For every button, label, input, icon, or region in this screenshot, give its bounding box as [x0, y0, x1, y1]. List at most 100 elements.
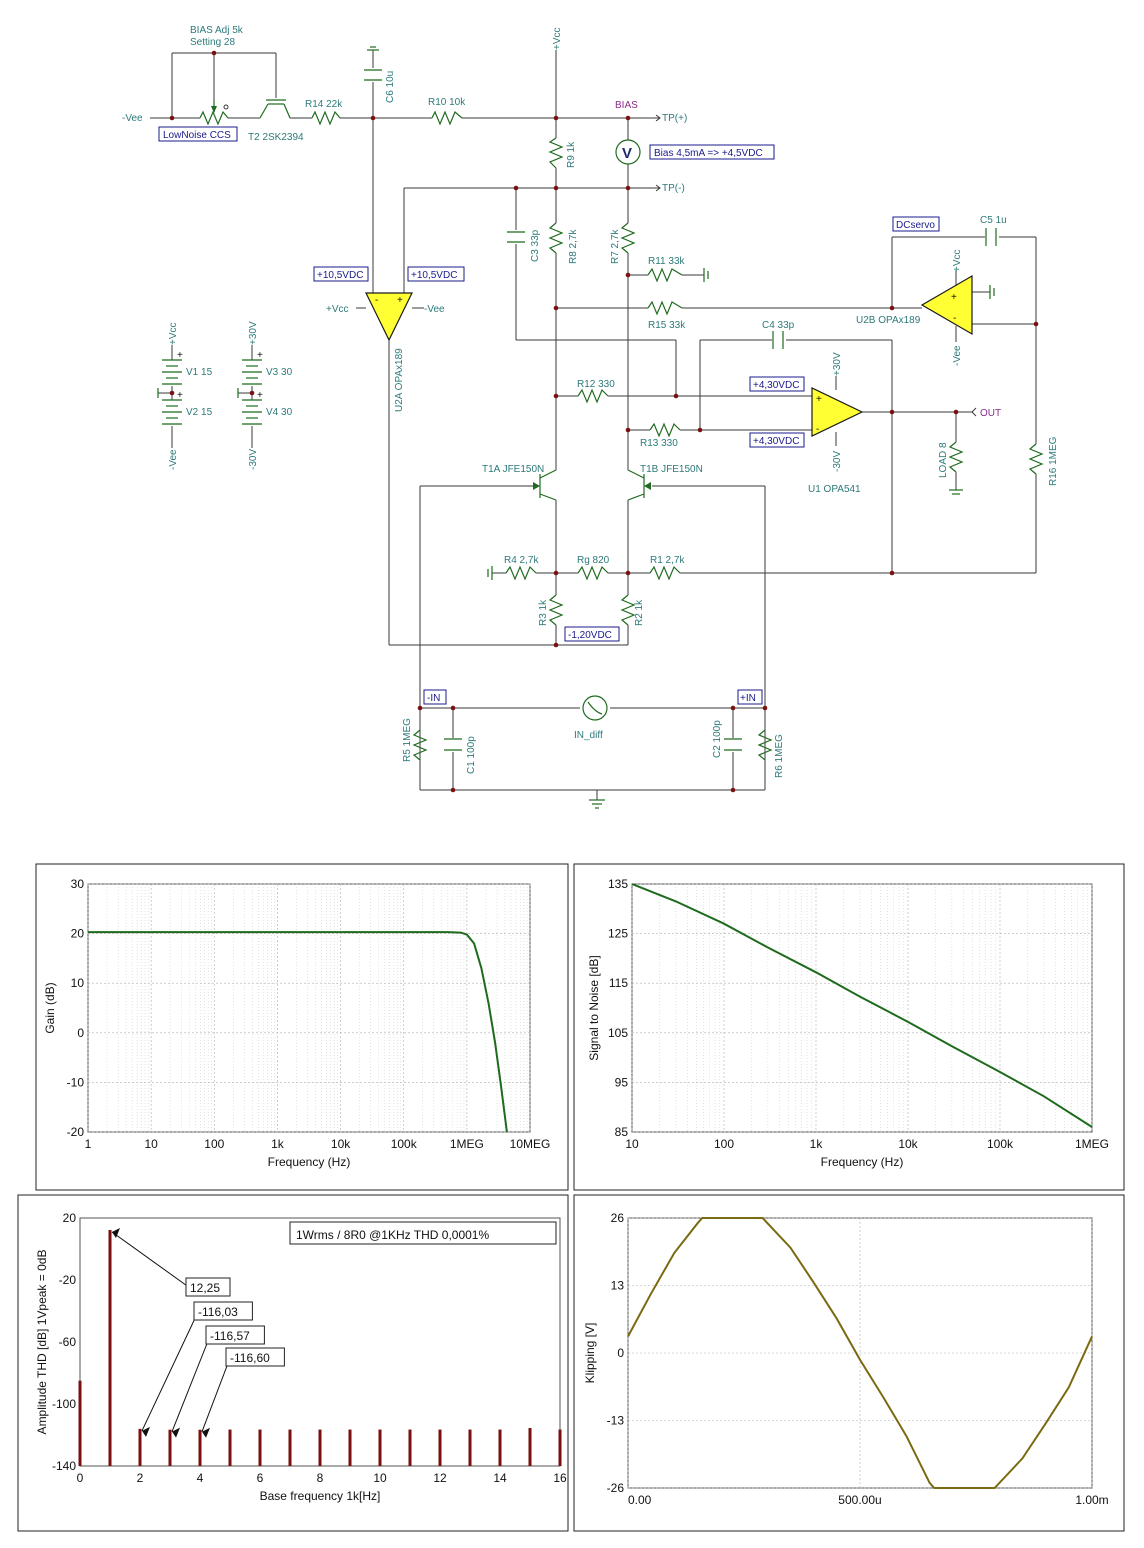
label-tp-minus: TP(-): [662, 183, 685, 194]
svg-text:-: -: [816, 424, 819, 435]
label-v430a: +4,30VDC: [753, 380, 799, 391]
y-tick-label: 10: [71, 976, 85, 990]
component-labels: BIAS Adj 5k Setting 28 -Vee R14 22k C6 1…: [122, 25, 1059, 778]
harmonic-bar: [558, 1429, 562, 1466]
harmonic-bar: [318, 1429, 322, 1466]
y-tick-label: -20: [67, 1125, 85, 1139]
schematic: V: [122, 25, 1059, 809]
chart-title: 1Wrms / 8R0 @1KHz THD 0,0001%: [296, 1228, 489, 1242]
x-tick-label: 0: [77, 1471, 84, 1485]
harmonic-bar: [348, 1429, 352, 1466]
label-v4-m30: -30V: [248, 449, 259, 470]
svg-text:+: +: [177, 350, 183, 361]
x-tick-label: 8: [317, 1471, 324, 1485]
label-vcc-top: +Vcc: [552, 27, 563, 50]
chart-title-box: [289, 1221, 557, 1245]
plot-area: [79, 1217, 561, 1467]
y-tick-label: -13: [607, 1414, 625, 1428]
annotation-arrowhead: [142, 1426, 150, 1437]
u2b-opamp: [920, 274, 973, 336]
x-tick-label: 1k: [810, 1137, 824, 1151]
y-tick-label: -20: [59, 1273, 77, 1287]
y-axis-label: Amplitude THD [dB] 1Vpeak = 0dB: [35, 1250, 49, 1435]
x-tick-label: 0.00: [628, 1493, 652, 1507]
klipping-panel: [573, 1194, 1125, 1532]
y-tick-label: 13: [611, 1279, 625, 1293]
harmonic-bar: [198, 1429, 202, 1466]
label-r7: R7 2,7k: [610, 229, 621, 264]
label-r6: R6 1MEG: [774, 734, 785, 778]
label-r5: R5 1MEG: [402, 718, 413, 762]
annotation-arrow: [111, 1231, 191, 1289]
wires: [150, 50, 1037, 800]
label-v2: V2 15: [186, 407, 213, 418]
label-c6: C6 10u: [385, 71, 396, 103]
harmonic-bar: [288, 1429, 292, 1466]
junctions: [169, 50, 1039, 793]
label-vee-servo: -Vee: [952, 345, 963, 366]
harmonic-bar: [528, 1428, 532, 1466]
thd-panel: [17, 1194, 569, 1532]
x-tick-label: 100: [714, 1137, 734, 1151]
label-u1: U1 OPA541: [808, 484, 861, 495]
label-in-diff: IN_diff: [574, 730, 603, 741]
x-axis-label: Base frequency 1k[Hz]: [260, 1489, 381, 1503]
label-vm120: -1,20VDC: [568, 630, 612, 641]
harmonic-bar: [408, 1429, 412, 1466]
y-tick-label: 20: [63, 1211, 77, 1225]
annotation-label: -116,03: [198, 1305, 238, 1319]
label-bias-adj: BIAS Adj 5k: [190, 25, 244, 36]
annotation-arrowhead: [112, 1228, 120, 1239]
label-in-plus: +IN: [740, 693, 756, 704]
annotation-arrow: [171, 1335, 211, 1432]
y-tick-label: -60: [59, 1335, 77, 1349]
x-tick-label: 10k: [898, 1137, 918, 1151]
label-vee-u2a: -Vee: [424, 304, 445, 315]
boxed-labels: LowNoise CCS Bias 4,5mA => +4,5VDC DCser…: [158, 126, 940, 705]
x-tick-label: 10: [373, 1471, 387, 1485]
y-tick-label: 105: [608, 1026, 628, 1040]
y-tick-label: 0: [77, 1026, 84, 1040]
y-tick-label: 95: [615, 1075, 629, 1089]
y-tick-label: 115: [609, 976, 628, 990]
x-tick-label: 10MEG: [510, 1137, 551, 1151]
label-t2: T2 2SK2394: [248, 132, 304, 143]
x-tick-label: 1.00m: [1075, 1493, 1108, 1507]
label-load: LOAD 8: [938, 442, 949, 478]
svg-text:-: -: [953, 313, 956, 324]
harmonic-bar: [258, 1429, 262, 1466]
y-tick-label: -26: [607, 1481, 625, 1495]
harmonic-bar: [78, 1380, 82, 1466]
harmonic-bar: [468, 1429, 472, 1466]
label-c4: C4 33p: [762, 320, 795, 331]
y-axis-label: Signal to Noise [dB]: [587, 955, 601, 1060]
label-v30-u1: +30V: [832, 352, 843, 376]
x-tick-label: 1MEG: [450, 1137, 484, 1151]
label-in-minus: -IN: [427, 693, 440, 704]
y-tick-label: 0: [617, 1346, 624, 1360]
label-r1: R1 2,7k: [650, 555, 685, 566]
x-tick-label: 6: [257, 1471, 264, 1485]
label-v2-vee: -Vee: [168, 449, 179, 470]
label-r2: R2 1k: [634, 599, 645, 626]
label-r15: R15 33k: [648, 320, 686, 331]
y-tick-label: 30: [71, 877, 85, 891]
y-axis-label: Klipping [V]: [583, 1323, 597, 1384]
label-v1: V1 15: [186, 367, 213, 378]
x-tick-label: 16: [553, 1471, 567, 1485]
x-tick-label: 1MEG: [1075, 1137, 1109, 1151]
y-tick-label: 125: [608, 927, 628, 941]
x-axis-label: Frequency (Hz): [821, 1155, 904, 1169]
label-lownoise-ccs: LowNoise CCS: [163, 130, 231, 141]
u1-opamp: [811, 387, 864, 437]
harmonic-bar: [138, 1428, 142, 1466]
x-tick-label: 10: [625, 1137, 639, 1151]
label-r13: R13 330: [640, 438, 678, 449]
svg-text:V: V: [622, 145, 632, 162]
svg-text:+: +: [397, 295, 403, 306]
series-line: [88, 931, 508, 1133]
x-tick-label: 2: [137, 1471, 144, 1485]
svg-text:+: +: [951, 292, 957, 303]
